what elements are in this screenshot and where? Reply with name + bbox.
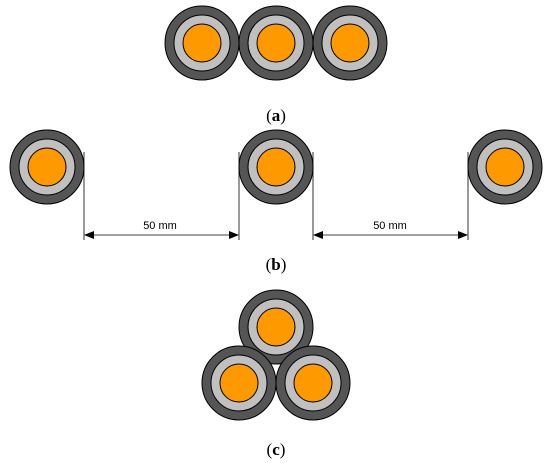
cable-c-top [238, 289, 314, 365]
panel-b: 50 mm 50 mm (b) [9, 129, 543, 274]
conductor [27, 147, 67, 187]
cable-c-right [275, 345, 351, 421]
conductor [485, 147, 525, 187]
conductor [256, 23, 296, 63]
panel-c: (c) [201, 289, 351, 459]
conductor [256, 147, 296, 187]
spacing-label-2: 50 mm [373, 220, 407, 232]
panel-a-label: (a) [266, 106, 286, 125]
conductor [256, 307, 296, 347]
cable-a3 [312, 5, 388, 81]
cable-b1 [9, 129, 85, 205]
cable-a1 [164, 5, 240, 81]
cable-a2 [238, 5, 314, 81]
conductor [219, 363, 259, 403]
panel-a: (a) [164, 5, 388, 125]
cable-b3 [467, 129, 543, 205]
conductor [330, 23, 370, 63]
conductor [182, 23, 222, 63]
cable-c-left [201, 345, 277, 421]
panel-b-label: (b) [266, 255, 287, 274]
panel-c-label: (c) [267, 440, 286, 459]
conductor [293, 363, 333, 403]
cable-b2 [238, 129, 314, 205]
spacing-label-1: 50 mm [143, 220, 177, 232]
